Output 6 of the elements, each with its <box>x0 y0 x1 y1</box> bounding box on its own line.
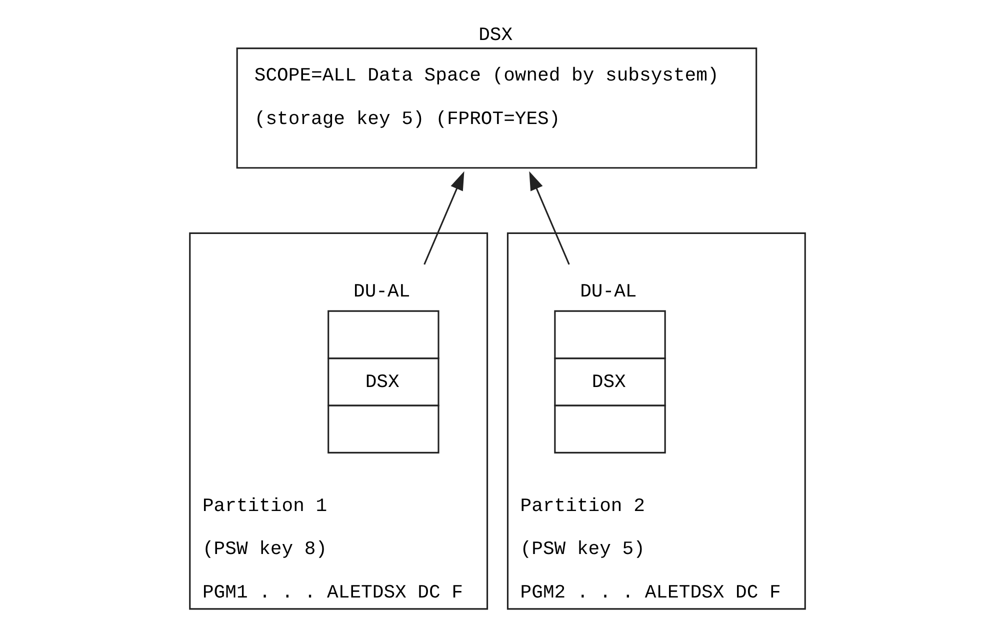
node-box: SCOPE=ALL Data Space (owned by subsystem) (storage key 5) (FPROT=YES) <box>236 48 757 169</box>
arrow <box>423 171 464 265</box>
node-label: DU-AL <box>580 280 636 302</box>
node-label: DSX <box>478 24 512 46</box>
node-label: DU-AL <box>353 280 410 302</box>
arrow <box>528 171 570 265</box>
